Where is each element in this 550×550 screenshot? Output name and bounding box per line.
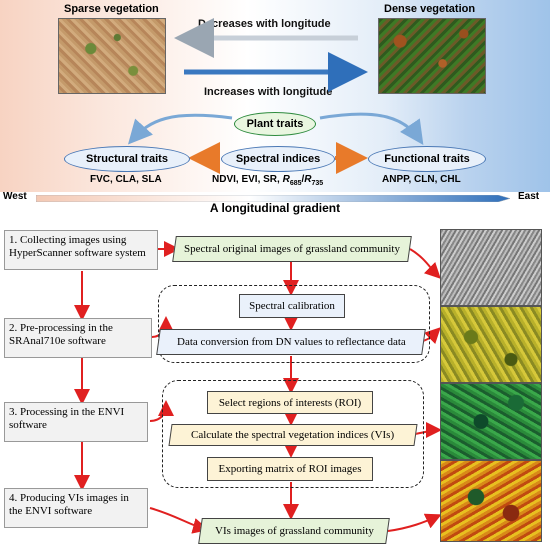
sparse-vegetation-photo — [58, 18, 166, 94]
structural-traits-label: Structural traits — [86, 153, 168, 165]
step2-label: 2. Pre-processing in the SRAnal710e soft… — [9, 322, 113, 347]
step3-box: 3. Processing in the ENVI software — [4, 402, 148, 442]
plant-traits-ellipse: Plant traits — [234, 112, 316, 136]
calc-vis-box: Calculate the spectral vegetation indice… — [168, 424, 418, 446]
gradient-caption: A longitudinal gradient — [209, 201, 341, 215]
vis-to-sat3-arrow — [414, 422, 442, 439]
vis-output-image-thumbnail — [440, 460, 542, 542]
select-roi-box: Select regions of interests (ROI) — [207, 391, 373, 414]
spectral-original-label: Spectral original images of grassland co… — [184, 243, 400, 255]
spectral-original-box: Spectral original images of grassland co… — [172, 236, 412, 262]
spectral-calibration-box: Spectral calibration — [239, 294, 345, 318]
step4-to-vis-arrow — [149, 507, 209, 534]
functional-traits-label: Functional traits — [384, 153, 470, 165]
select-roi-label: Select regions of interests (ROI) — [218, 396, 362, 409]
preprocessing-group — [158, 285, 430, 363]
export-matrix-box: Exporting matrix of ROI images — [207, 457, 373, 481]
vis-images-box: VIs images of grassland community — [198, 518, 390, 544]
step1-box: 1. Collecting images using HyperScanner … — [4, 230, 158, 270]
spectral-calibration-label: Spectral calibration — [249, 300, 335, 312]
calc-vis-label: Calculate the spectral vegetation indice… — [191, 429, 395, 441]
longitude-gradient-bar — [36, 195, 510, 202]
export-matrix-label: Exporting matrix of ROI images — [218, 463, 362, 475]
original-image-thumbnail — [440, 229, 542, 306]
step4-label: 4. Producing VIs images in the ENVI soft… — [9, 492, 129, 517]
conversion-to-sat2-arrow — [422, 327, 441, 345]
structural-traits-list: FVC, CLA, SLA — [90, 174, 162, 185]
vi-calculation-image-thumbnail — [440, 383, 542, 460]
top-arrows — [127, 18, 424, 174]
vis-images-label: VIs images of grassland community — [214, 525, 374, 537]
decreases-label: Decreases with longitude — [198, 18, 331, 30]
processing-group — [162, 380, 424, 488]
step2-box: 2. Pre-processing in the SRAnal710e soft… — [4, 318, 152, 358]
functional-traits-list: ANPP, CLN, CHL — [382, 174, 461, 185]
step4-box: 4. Producing VIs images in the ENVI soft… — [4, 488, 148, 528]
spectral-indices-label: Spectral indices — [235, 153, 321, 165]
dense-vegetation-caption: Dense vegetation — [384, 3, 476, 15]
structural-traits-ellipse: Structural traits — [64, 146, 190, 172]
east-label: East — [518, 191, 540, 202]
dense-vegetation-photo — [378, 18, 486, 94]
spectral-indices-ellipse: Spectral indices — [221, 146, 335, 172]
step3-label: 3. Processing in the ENVI software — [9, 406, 125, 431]
increases-label: Increases with longitude — [204, 86, 333, 98]
curve-arrow-left — [127, 113, 233, 145]
original-to-sat1-arrow — [409, 248, 441, 279]
west-label: West — [3, 191, 27, 202]
data-conversion-label: Data conversion from DN values to reflec… — [176, 336, 406, 348]
top-panel: Sparse vegetation Dense vegetation Decre… — [0, 0, 550, 192]
reflectance-image-thumbnail — [440, 306, 542, 383]
plant-traits-label: Plant traits — [246, 118, 304, 130]
data-conversion-box: Data conversion from DN values to reflec… — [156, 329, 426, 355]
sparse-vegetation-caption: Sparse vegetation — [64, 3, 159, 15]
spectral-indices-list: NDVI, EVI, SR, R685/R735 — [212, 174, 324, 187]
functional-traits-ellipse: Functional traits — [368, 146, 486, 172]
vis-images-to-sat4-arrow — [387, 513, 442, 532]
step1-label: 1. Collecting images using HyperScanner … — [9, 234, 146, 259]
curve-arrow-right — [319, 112, 424, 145]
